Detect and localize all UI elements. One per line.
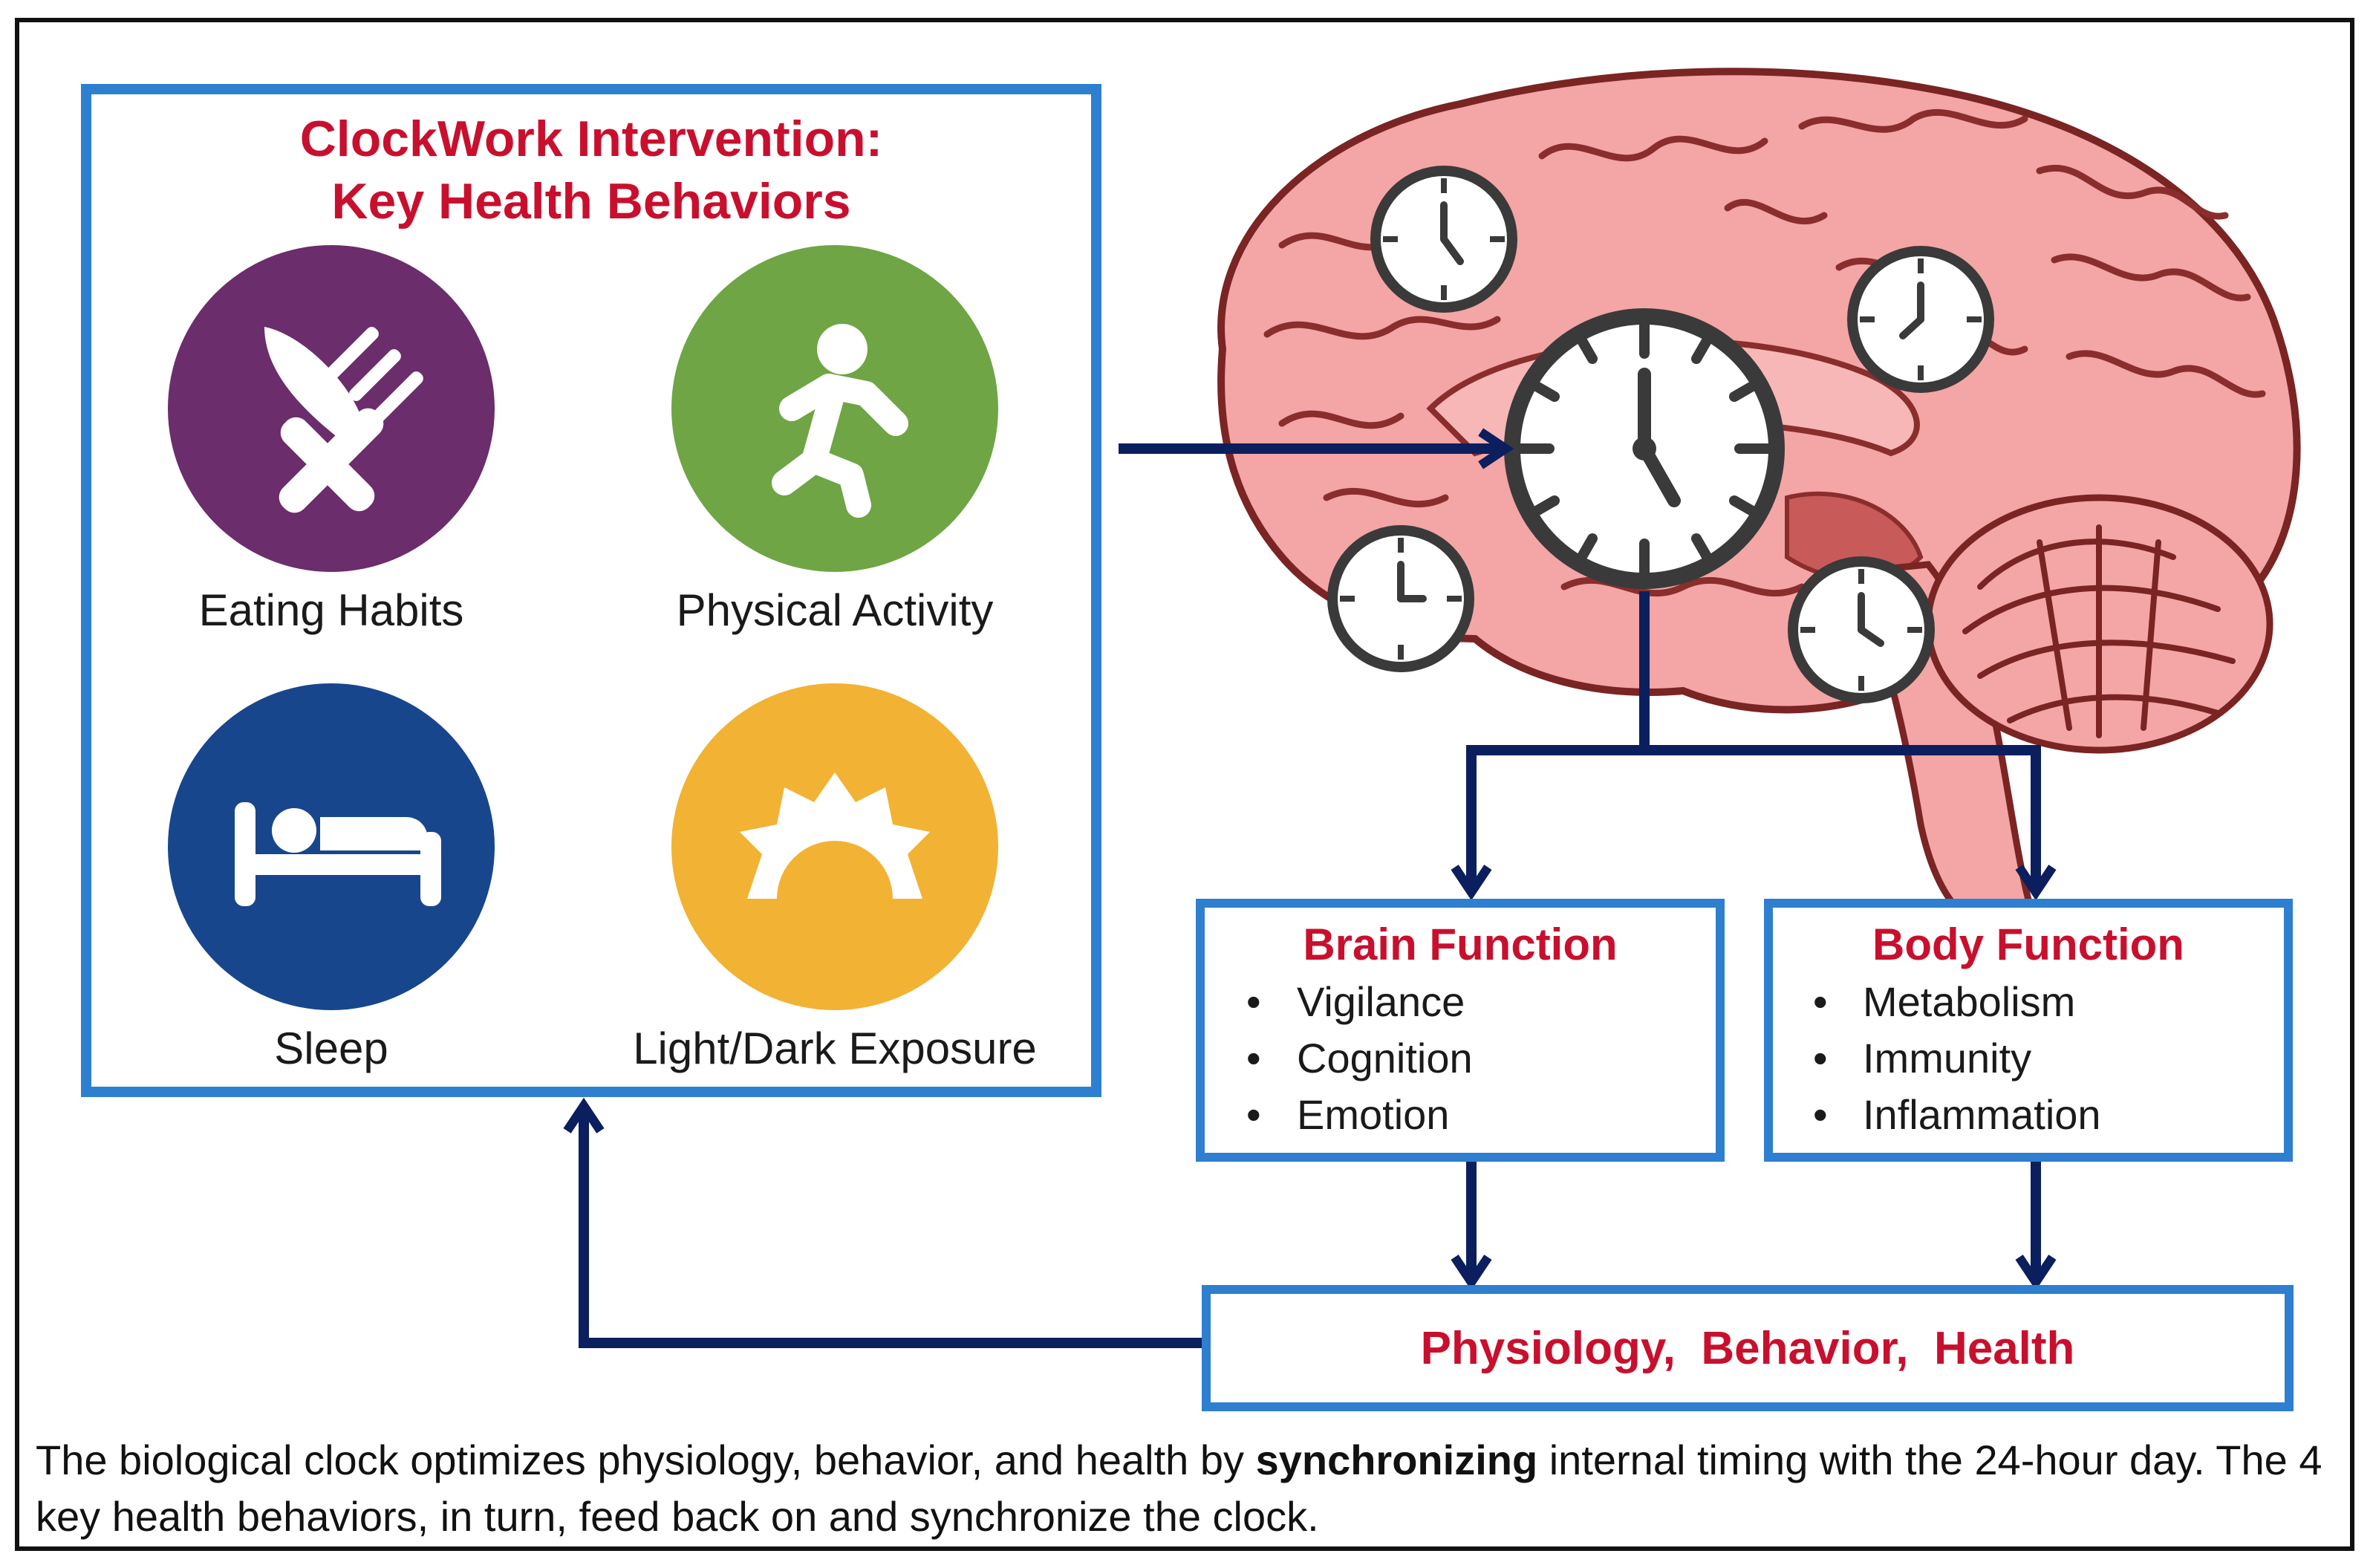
diagram-canvas: ClockWork Intervention: Key Health Behav… — [81, 68, 2301, 1411]
brain-function-item: Emotion — [1297, 1091, 1449, 1138]
brain-function-title: Brain Function — [1303, 920, 1617, 969]
fork-knife-icon — [264, 327, 423, 513]
body-function-box — [1764, 899, 2293, 1162]
behavior-label-activity: Physical Activity — [677, 585, 994, 635]
brain-function-bullet: • — [1246, 978, 1261, 1025]
brain-function-item: Cognition — [1297, 1035, 1473, 1081]
small-clock-icon — [1327, 525, 1474, 672]
body-function-bullet: • — [1813, 978, 1828, 1025]
figure-caption: The biological clock optimizes physiolog… — [36, 1432, 2338, 1545]
small-clock-icon — [1847, 246, 1994, 393]
figure-frame: ClockWork Intervention: Key Health Behav… — [15, 18, 2354, 1551]
body-function-bullet: • — [1813, 1035, 1828, 1081]
master-clock-icon — [1504, 308, 1785, 589]
caption-text-part2: internal timing with the 24-hour day. Th… — [36, 1437, 2322, 1540]
bed-icon — [235, 802, 441, 906]
behavior-label-eating: Eating Habits — [199, 585, 464, 635]
outcome-box — [1202, 1285, 2294, 1411]
caption-text-part1: The biological clock optimizes physiolog… — [36, 1437, 1256, 1483]
small-clock-icon — [1370, 166, 1517, 313]
intervention-title-line1: ClockWork Intervention: — [300, 111, 883, 167]
runner-icon — [772, 324, 908, 518]
arrow-clock-to-body-function — [1644, 745, 2057, 901]
body-function-bullet: • — [1813, 1091, 1828, 1138]
behavior-label-light: Light/Dark Exposure — [633, 1024, 1037, 1073]
brain-function-box — [1196, 899, 1725, 1162]
brain-function-bullet: • — [1246, 1035, 1261, 1081]
body-function-title: Body Function — [1872, 920, 2184, 969]
small-clock-icon — [1788, 556, 1935, 703]
outcome-label: Physiology, Behavior, Health — [1421, 1323, 2075, 1374]
body-function-item: Immunity — [1863, 1035, 2031, 1081]
sunrise-icon — [740, 772, 930, 899]
body-function-item: Inflammation — [1863, 1091, 2101, 1138]
caption-bold-word: synchronizing — [1255, 1437, 1538, 1483]
intervention-title-line2: Key Health Behaviors — [331, 173, 850, 230]
body-function-item: Metabolism — [1863, 978, 2075, 1025]
arrow-outcome-to-intervention — [563, 1097, 1208, 1348]
brain-function-item: Vigilance — [1297, 978, 1465, 1025]
arrow-clock-to-brain-function — [1451, 591, 1650, 901]
behavior-label-sleep: Sleep — [274, 1024, 388, 1073]
brain-function-bullet: • — [1246, 1091, 1261, 1138]
